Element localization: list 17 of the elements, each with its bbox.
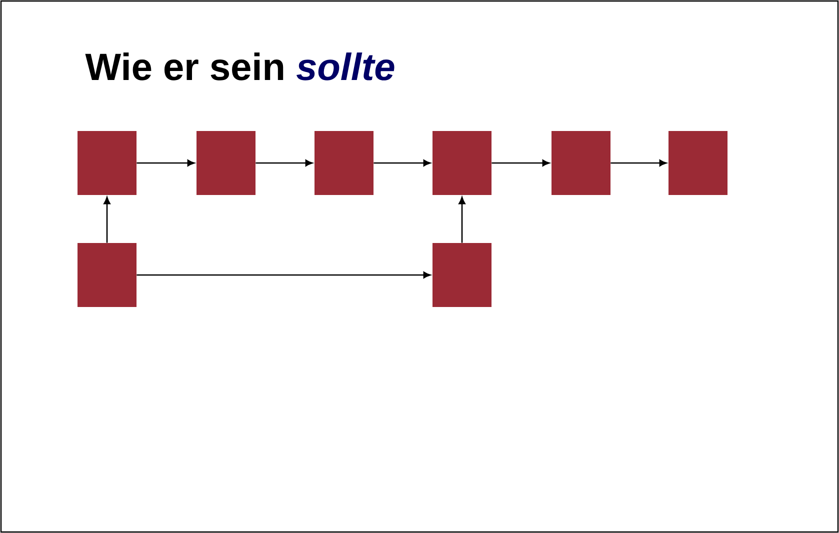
square-box: [78, 131, 136, 195]
arrow: [104, 196, 110, 243]
square-box: [196, 131, 256, 195]
square-box: [314, 131, 374, 195]
arrow: [136, 272, 431, 278]
arrow: [374, 160, 431, 166]
arrow: [610, 160, 667, 166]
arrow: [458, 196, 466, 243]
square-box: [432, 131, 492, 195]
square-box: [668, 131, 728, 195]
title: Wie er sein sollte: [85, 52, 394, 80]
arrow: [136, 160, 195, 166]
square-box: [552, 131, 610, 195]
arrow: [256, 160, 313, 166]
square-box: [432, 243, 492, 307]
square-box: [78, 243, 136, 307]
arrow: [492, 160, 550, 166]
